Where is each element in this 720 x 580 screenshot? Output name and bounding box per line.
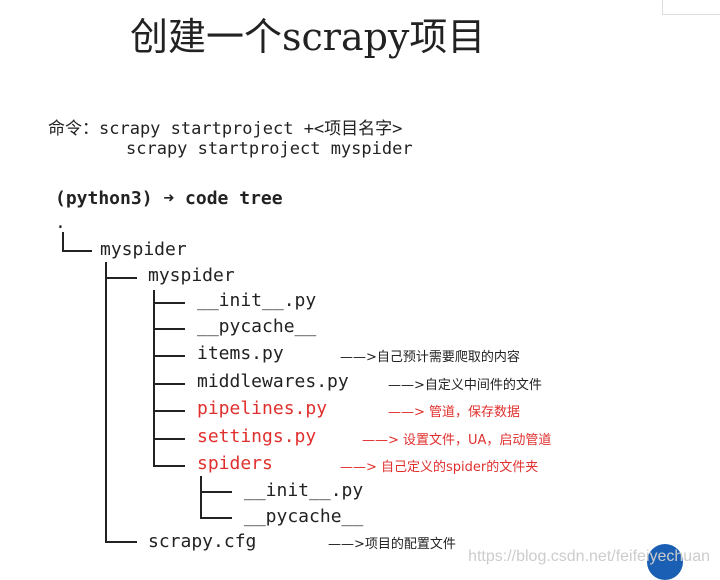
tree-line [105,262,107,542]
tree-line [153,465,185,467]
tree-line [200,491,232,493]
tree-line [200,476,202,518]
csdn-logo-icon [647,544,683,580]
window-corner-button[interactable] [662,0,720,15]
command-label: 命令： [48,119,99,139]
command-line: 命令：scrapy startproject +<项目名字> [48,114,402,139]
tree-line [153,302,185,304]
tree-line [153,328,185,330]
tree-file: pipelines.py [197,398,328,419]
tree-file: settings.py [197,426,317,447]
command-syntax: scrapy startproject +<项目名字> [99,119,403,139]
tree-line [153,438,185,440]
tree-note: ——> 设置文件，UA，启动管道 [362,433,552,448]
tree-file: spiders [197,453,273,474]
tree-file: __init__.py [197,290,317,311]
tree-file: scrapy.cfg [148,531,257,552]
tree-file: middlewares.py [197,371,349,392]
tree-line [153,290,155,465]
tree-note: ——>项目的配置文件 [328,537,456,552]
tree-line [105,277,137,279]
tree-line [153,410,185,412]
tree-line [62,232,64,252]
tree-note: ——> 自己定义的spider的文件夹 [340,460,539,475]
tree-file: items.py [197,343,284,364]
tree-file: __pycache__ [244,506,364,527]
tree-line [200,517,232,519]
tree-root: . [55,212,66,233]
tree-line [105,541,137,543]
tree-note: ——>自定义中间件的文件 [388,378,542,393]
page-title: 创建一个scrapy项目 [130,15,486,59]
tree-package: myspider [148,265,235,286]
command-example: scrapy startproject myspider [126,139,413,159]
tree-line [153,355,185,357]
tree-file: __pycache__ [197,316,317,337]
shell-prompt: (python3) ➜ code tree [55,188,283,209]
tree-line [153,383,185,385]
tree-file: __init__.py [244,480,364,501]
tree-note: ——>自己预计需要爬取的内容 [340,350,520,365]
tree-note: ——> 管道，保存数据 [388,405,521,420]
tree-line [62,250,92,252]
tree-project: myspider [100,239,187,260]
watermark: https://blog.csdn.net/feifeiyechuan [468,548,710,565]
